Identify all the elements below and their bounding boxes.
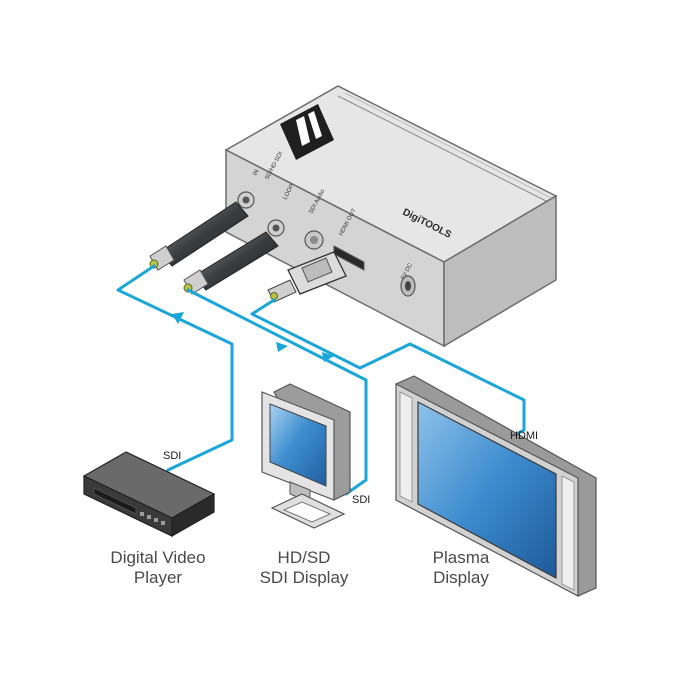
caption-player-line1: Digital Video	[110, 548, 206, 567]
sdi-audio-dial	[304, 230, 324, 250]
arrow-to-device	[172, 312, 184, 324]
caption-digital-video-player: Digital Video Player	[84, 548, 232, 588]
kramer-logo	[280, 104, 334, 160]
caption-plasma-line2: Display	[433, 568, 489, 587]
signal-wires	[116, 264, 526, 496]
label-hdmi: HDMI	[510, 430, 539, 442]
label-sdi-display: SDI	[352, 494, 371, 506]
bnc-cable-loop	[183, 231, 279, 295]
caption-sdi-display-line2: SDI Display	[259, 568, 349, 587]
wire-sdi-player	[116, 264, 234, 472]
bnc-cable-in	[149, 201, 249, 271]
converter-device	[224, 85, 558, 348]
arrow-to-sdi-display	[276, 342, 288, 352]
label-sdi-player: SDI	[163, 450, 182, 462]
wire-sdi-display	[186, 288, 368, 496]
flow-arrows	[172, 312, 334, 362]
device-ports	[237, 191, 416, 297]
caption-sdi-display: HD/SD SDI Display	[242, 548, 366, 588]
port-label-in: IN	[252, 169, 260, 177]
sdi-display-monitor	[261, 383, 351, 529]
hdmi-plug	[267, 251, 347, 303]
arrow-to-plasma	[322, 352, 334, 362]
caption-sdi-display-line1: HD/SD	[277, 548, 331, 567]
wire-hdmi	[250, 298, 526, 442]
plasma-display	[395, 375, 597, 597]
power-port	[400, 275, 416, 297]
digital-video-player	[82, 451, 216, 538]
caption-plasma-line1: Plasma	[432, 548, 490, 567]
caption-plasma-display: Plasma Display	[406, 548, 516, 588]
caption-player-line2: Player	[133, 568, 183, 587]
